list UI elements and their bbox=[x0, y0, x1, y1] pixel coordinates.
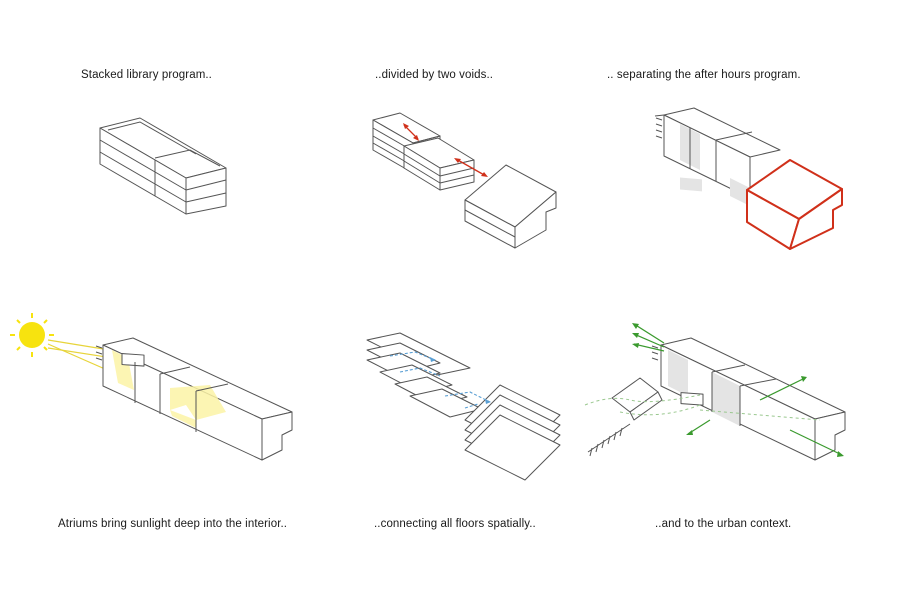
caption-after-hours: .. separating the after hours program. bbox=[607, 69, 801, 81]
caption-urban-context: ..and to the urban context. bbox=[655, 518, 792, 530]
library-volume bbox=[95, 337, 293, 461]
caption-atriums: Atriums bring sunlight deep into the int… bbox=[58, 518, 288, 530]
stacked-volume bbox=[99, 117, 227, 215]
library-volume bbox=[651, 337, 846, 461]
caption-stacked-program: Stacked library program.. bbox=[81, 69, 212, 81]
sun-icon bbox=[10, 313, 54, 357]
library-wing bbox=[654, 107, 781, 206]
caption-two-voids: ..divided by two voids.. bbox=[375, 69, 494, 81]
after-hours-volume bbox=[746, 159, 843, 250]
context-arrow bbox=[584, 323, 844, 457]
void-arrows bbox=[403, 123, 488, 177]
floor-plates-left bbox=[366, 332, 483, 418]
volume-after-hours bbox=[464, 164, 557, 249]
neighbor-building bbox=[587, 377, 663, 457]
circulation-arrow bbox=[389, 351, 491, 409]
caption-connecting-floors: ..connecting all floors spatially.. bbox=[374, 518, 536, 530]
